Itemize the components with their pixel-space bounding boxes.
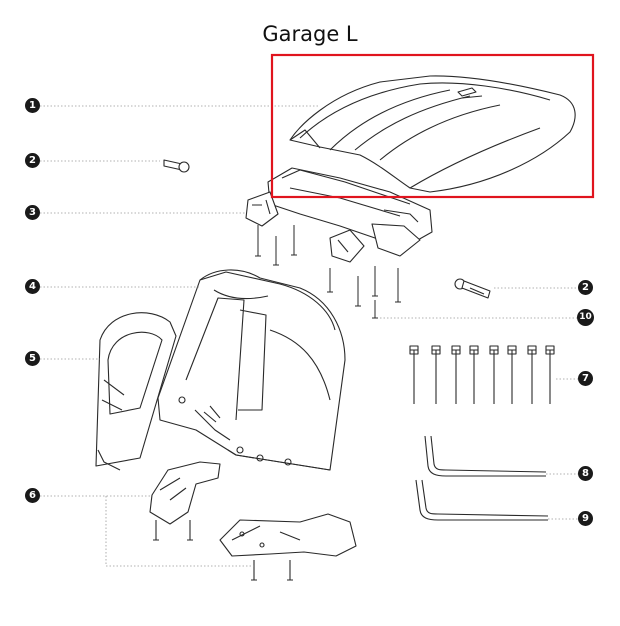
hex-key-part-9 (415, 479, 549, 521)
callout-5: 5 (25, 351, 40, 366)
callout-1: 1 (25, 98, 40, 113)
hinge-bracket-part (245, 167, 433, 263)
pin-part-upper (163, 159, 190, 173)
front-panel-part (95, 312, 177, 471)
callout-2-right: 2 (578, 280, 593, 295)
screws-set-3 (255, 225, 401, 319)
garage-body-part (157, 269, 346, 471)
page-title: Garage L (262, 22, 358, 46)
hex-key-part-8 (424, 435, 547, 477)
callout-9: 9 (578, 511, 593, 526)
ground-stakes-part (409, 345, 555, 404)
callout-8: 8 (578, 466, 593, 481)
callout-6: 6 (25, 488, 40, 503)
callout-2-upper: 2 (25, 153, 40, 168)
callout-10: 10 (577, 309, 594, 326)
callout-3: 3 (25, 205, 40, 220)
highlight-box (270, 53, 595, 199)
callout-7: 7 (578, 371, 593, 386)
roof-cover-part (289, 75, 576, 193)
callout-4: 4 (25, 279, 40, 294)
pin-part-right (454, 278, 491, 299)
mounting-brackets-part (149, 461, 357, 581)
